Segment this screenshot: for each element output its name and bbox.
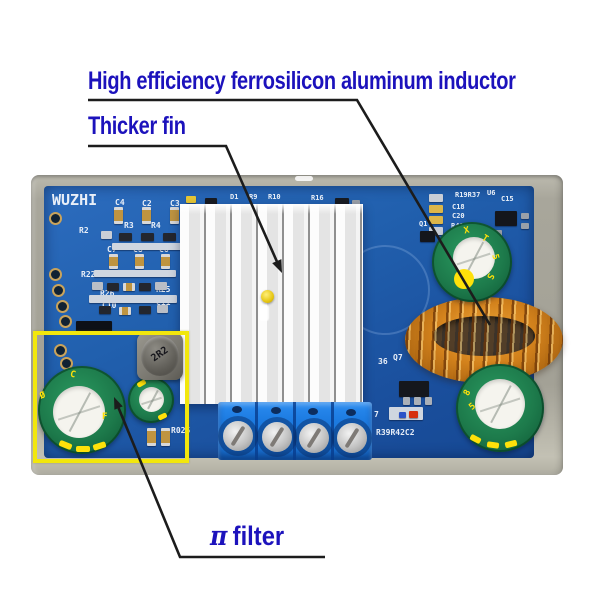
silkscreen-label: U6 bbox=[487, 189, 496, 197]
smd-component bbox=[186, 196, 196, 203]
silkscreen-label: 36 bbox=[378, 357, 388, 366]
smd-component bbox=[429, 194, 443, 202]
capacitor-pi-filter-large: C Ø F bbox=[38, 366, 126, 454]
smd-component bbox=[141, 233, 154, 241]
silkscreen-label: C18 bbox=[452, 203, 465, 211]
terminal-wire-hole bbox=[232, 406, 242, 413]
smd-power-inductor: 2R2 bbox=[137, 333, 183, 380]
smd-component bbox=[123, 283, 135, 291]
smd-component bbox=[170, 207, 179, 224]
inductor-disc bbox=[141, 336, 179, 376]
silkscreen-label: C15 bbox=[501, 195, 514, 203]
smd-component bbox=[142, 207, 151, 224]
through-hole bbox=[54, 344, 67, 357]
smd-component bbox=[425, 397, 432, 405]
silkscreen-label: R19R37 bbox=[455, 191, 481, 199]
smd-component bbox=[521, 223, 529, 229]
smd-component bbox=[76, 321, 112, 332]
smd-component bbox=[135, 254, 144, 269]
case-reflection bbox=[295, 176, 313, 181]
smd-component bbox=[155, 282, 167, 290]
silkscreen-label: R10 bbox=[268, 193, 281, 201]
silkscreen-label: WUZHI bbox=[52, 191, 98, 209]
smd-component bbox=[139, 306, 151, 314]
smd-component bbox=[119, 307, 131, 315]
through-hole bbox=[49, 212, 62, 225]
smd-component bbox=[409, 411, 418, 418]
capacitor-top-face bbox=[475, 379, 525, 429]
silkscreen-label: Q7 bbox=[393, 353, 403, 362]
smd-component bbox=[495, 211, 517, 226]
terminal-divider bbox=[331, 402, 334, 460]
smd-component bbox=[399, 412, 406, 418]
inductor-annotation-label: High efficiency ferrosilicon aluminum in… bbox=[88, 67, 516, 95]
silkscreen-label: R2 bbox=[79, 226, 89, 235]
pi-filter-highlight-box bbox=[33, 331, 189, 463]
capacitor-marking: 8 bbox=[462, 388, 474, 398]
silkscreen-label: R16 bbox=[311, 194, 324, 202]
fin-annotation-label: Thicker fin bbox=[88, 112, 186, 140]
pi-filter-word: filter bbox=[232, 521, 285, 551]
terminal-wire-hole bbox=[308, 408, 318, 415]
through-hole bbox=[56, 300, 69, 313]
silkscreen-label: 7 bbox=[374, 410, 379, 419]
capacitor-marking: F bbox=[102, 412, 108, 422]
smd-component bbox=[114, 207, 123, 224]
capacitor-marking bbox=[486, 441, 500, 449]
silkscreen-label: R3 bbox=[124, 221, 134, 230]
capacitor-top-right bbox=[432, 222, 512, 302]
capacitor-marking bbox=[76, 446, 90, 452]
smd-component bbox=[119, 233, 132, 241]
capacitor-marking bbox=[504, 439, 518, 449]
smd-component bbox=[109, 254, 118, 269]
smd-component bbox=[161, 254, 170, 269]
silkscreen-label: D1 bbox=[230, 193, 239, 201]
through-hole bbox=[49, 268, 62, 281]
screw-terminal-block bbox=[218, 402, 372, 460]
terminal-wire-hole bbox=[271, 407, 281, 414]
silkscreen-label: R39R42C2 bbox=[376, 428, 415, 437]
capacitor-bottom-right: 8 5 bbox=[456, 364, 544, 452]
heatsink-yellow-dot bbox=[261, 290, 274, 303]
through-hole bbox=[59, 315, 72, 328]
smd-component bbox=[112, 243, 186, 250]
smd-component bbox=[139, 283, 151, 291]
smd-component bbox=[403, 397, 410, 405]
terminal-screw[interactable] bbox=[262, 422, 292, 452]
silkscreen-label: C4 bbox=[115, 198, 125, 207]
smd-component bbox=[89, 295, 177, 303]
smd-component bbox=[107, 283, 119, 291]
silkscreen-label: R4 bbox=[151, 221, 161, 230]
smd-component bbox=[420, 231, 435, 242]
terminal-screw[interactable] bbox=[337, 423, 367, 453]
toroid-core bbox=[433, 316, 535, 356]
smd-component bbox=[94, 270, 176, 277]
terminal-screw[interactable] bbox=[223, 421, 253, 451]
smd-component bbox=[429, 216, 443, 224]
capacitor-top-face bbox=[53, 386, 105, 438]
smd-component bbox=[101, 231, 112, 239]
heatsink bbox=[180, 204, 363, 404]
smd-component bbox=[429, 205, 443, 213]
terminal-divider bbox=[255, 402, 258, 460]
terminal-wire-hole bbox=[346, 409, 356, 416]
smd-component bbox=[521, 213, 529, 219]
smd-component bbox=[414, 397, 421, 405]
smd-component bbox=[92, 282, 103, 290]
capacitor-yellow-wedge bbox=[454, 269, 474, 289]
terminal-screw[interactable] bbox=[299, 423, 329, 453]
silkscreen-label: C20 bbox=[452, 212, 465, 220]
smd-component bbox=[157, 305, 168, 313]
smd-component bbox=[163, 233, 176, 241]
smd-component bbox=[399, 381, 429, 397]
heatsink-glint bbox=[259, 305, 269, 321]
smd-component bbox=[99, 306, 111, 314]
terminal-divider bbox=[293, 402, 296, 460]
silkscreen-label: R9 bbox=[249, 193, 258, 201]
silkscreen-label: Q1 bbox=[419, 220, 428, 228]
pi-symbol: π bbox=[210, 521, 228, 552]
through-hole bbox=[52, 284, 65, 297]
